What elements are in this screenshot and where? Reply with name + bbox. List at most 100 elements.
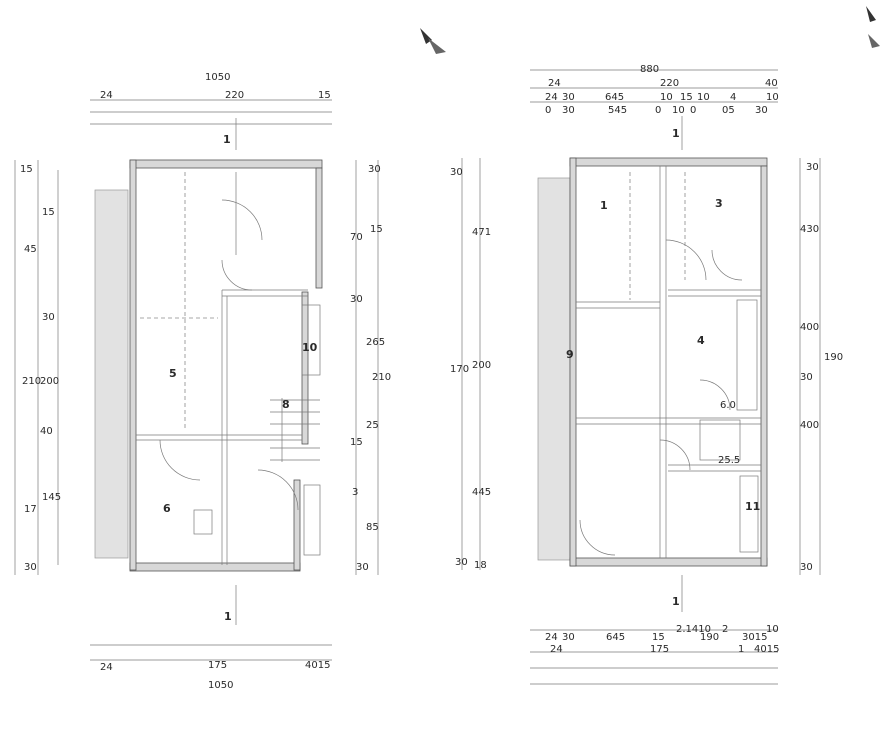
svg-text:30: 30 [562, 105, 575, 116]
right-wall-right [760, 165, 768, 567]
svg-text:10: 10 [660, 92, 673, 103]
svg-text:265: 265 [366, 337, 385, 348]
svg-text:17: 17 [24, 504, 37, 515]
svg-text:2.1410: 2.1410 [676, 624, 711, 635]
left-top-dim-3: 15 [318, 90, 331, 101]
svg-text:210: 210 [22, 376, 41, 387]
left-wall-right-upper [315, 167, 323, 289]
svg-text:220: 220 [660, 78, 679, 89]
svg-text:30: 30 [562, 632, 575, 643]
right-plan: 1 3 4 9 11 25.5 6.0 1 1 880 24 220 40 24… [450, 64, 843, 685]
svg-text:70: 70 [350, 232, 363, 243]
svg-text:3: 3 [352, 487, 358, 498]
svg-text:0: 0 [545, 105, 551, 116]
left-bottom-dim-3: 4015 [305, 660, 330, 671]
right-top-overall-dim: 880 [640, 64, 659, 75]
svg-text:200: 200 [40, 376, 59, 387]
room-label-10: 10 [302, 341, 318, 354]
svg-text:30: 30 [42, 312, 55, 323]
svg-text:471: 471 [472, 227, 491, 238]
svg-text:400: 400 [800, 420, 819, 431]
svg-text:175: 175 [650, 644, 669, 655]
svg-text:30: 30 [24, 562, 37, 573]
north-arrow-icon [420, 28, 446, 54]
svg-text:45: 45 [24, 244, 37, 255]
svg-text:0: 0 [655, 105, 661, 116]
svg-text:30: 30 [455, 557, 468, 568]
area-label-2: 6.0 [720, 400, 736, 411]
svg-text:24: 24 [545, 632, 558, 643]
right-plan-left-dims: 30 471 170 200 445 30 18 [450, 167, 491, 571]
right-top-dims-row3: 0 30 545 0 10 0 05 30 [545, 105, 768, 116]
svg-text:15: 15 [42, 207, 55, 218]
right-wall-left [569, 157, 577, 567]
room-label-9: 9 [566, 348, 574, 361]
svg-text:15: 15 [652, 632, 665, 643]
svg-text:24: 24 [545, 92, 558, 103]
svg-text:200: 200 [472, 360, 491, 371]
right-plan-right-dims: 30 430 400 30 190 400 30 [800, 162, 843, 573]
svg-text:10: 10 [766, 92, 779, 103]
right-bottom-dims-row2: 24 175 1 4015 [550, 644, 779, 655]
right-top-dims-row2: 24 30 645 10 15 10 4 10 [545, 92, 779, 103]
svg-text:30: 30 [562, 92, 575, 103]
svg-text:4: 4 [730, 92, 736, 103]
svg-text:10: 10 [672, 105, 685, 116]
svg-text:30: 30 [755, 105, 768, 116]
left-wall-left [129, 159, 137, 571]
left-plan: 5 6 8 10 1 1 1050 24 220 15 1050 24 175 … [14, 72, 391, 691]
svg-text:1: 1 [738, 644, 744, 655]
svg-text:445: 445 [472, 487, 491, 498]
svg-text:10: 10 [766, 624, 779, 635]
svg-text:15: 15 [20, 164, 33, 175]
left-bottom-dim-1: 24 [100, 662, 113, 673]
svg-text:15: 15 [350, 437, 363, 448]
right-wall-top [569, 157, 768, 167]
svg-text:30: 30 [800, 562, 813, 573]
svg-text:190: 190 [824, 352, 843, 363]
svg-text:145: 145 [42, 492, 61, 503]
right-bottom-dims-row1: 24 30 645 15 2.1410 190 2 3015 10 [545, 624, 779, 643]
svg-text:210: 210 [372, 372, 391, 383]
left-top-overall-dim: 1050 [205, 72, 230, 83]
left-section-mark-bottom: 1 [224, 610, 232, 623]
left-top-dim-1: 24 [100, 90, 113, 101]
svg-text:40: 40 [765, 78, 778, 89]
svg-text:30: 30 [450, 167, 463, 178]
room-label-1: 1 [600, 199, 608, 212]
right-wall-bottom [569, 557, 768, 567]
svg-text:25: 25 [366, 420, 379, 431]
svg-text:0: 0 [690, 105, 696, 116]
svg-text:85: 85 [366, 522, 379, 533]
svg-text:05: 05 [722, 105, 735, 116]
left-wall-top [129, 159, 323, 169]
svg-text:15: 15 [370, 224, 383, 235]
svg-text:30: 30 [356, 562, 369, 573]
svg-text:15: 15 [680, 92, 693, 103]
svg-text:30: 30 [368, 164, 381, 175]
left-stair [270, 398, 320, 462]
left-terrace [94, 189, 129, 559]
right-section-mark-top: 1 [672, 127, 680, 140]
svg-text:30: 30 [800, 372, 813, 383]
svg-text:4015: 4015 [754, 644, 779, 655]
svg-text:645: 645 [606, 632, 625, 643]
left-plan-right-dims: 30 70 15 30 265 210 25 15 3 85 30 [350, 164, 391, 573]
svg-text:10: 10 [697, 92, 710, 103]
room-label-5: 5 [169, 367, 177, 380]
room-label-8: 8 [282, 398, 290, 411]
left-wall-bottom [129, 562, 301, 572]
svg-text:24: 24 [548, 78, 561, 89]
right-top-dims-row1: 24 220 40 [548, 78, 778, 89]
room-label-11: 11 [745, 500, 760, 513]
svg-text:30: 30 [806, 162, 819, 173]
svg-text:430: 430 [800, 224, 819, 235]
right-terrace [537, 177, 571, 561]
svg-text:545: 545 [608, 105, 627, 116]
svg-text:3015: 3015 [742, 632, 767, 643]
left-wall-right-mid [301, 291, 309, 445]
svg-text:18: 18 [474, 560, 487, 571]
left-top-dim-2: 220 [225, 90, 244, 101]
